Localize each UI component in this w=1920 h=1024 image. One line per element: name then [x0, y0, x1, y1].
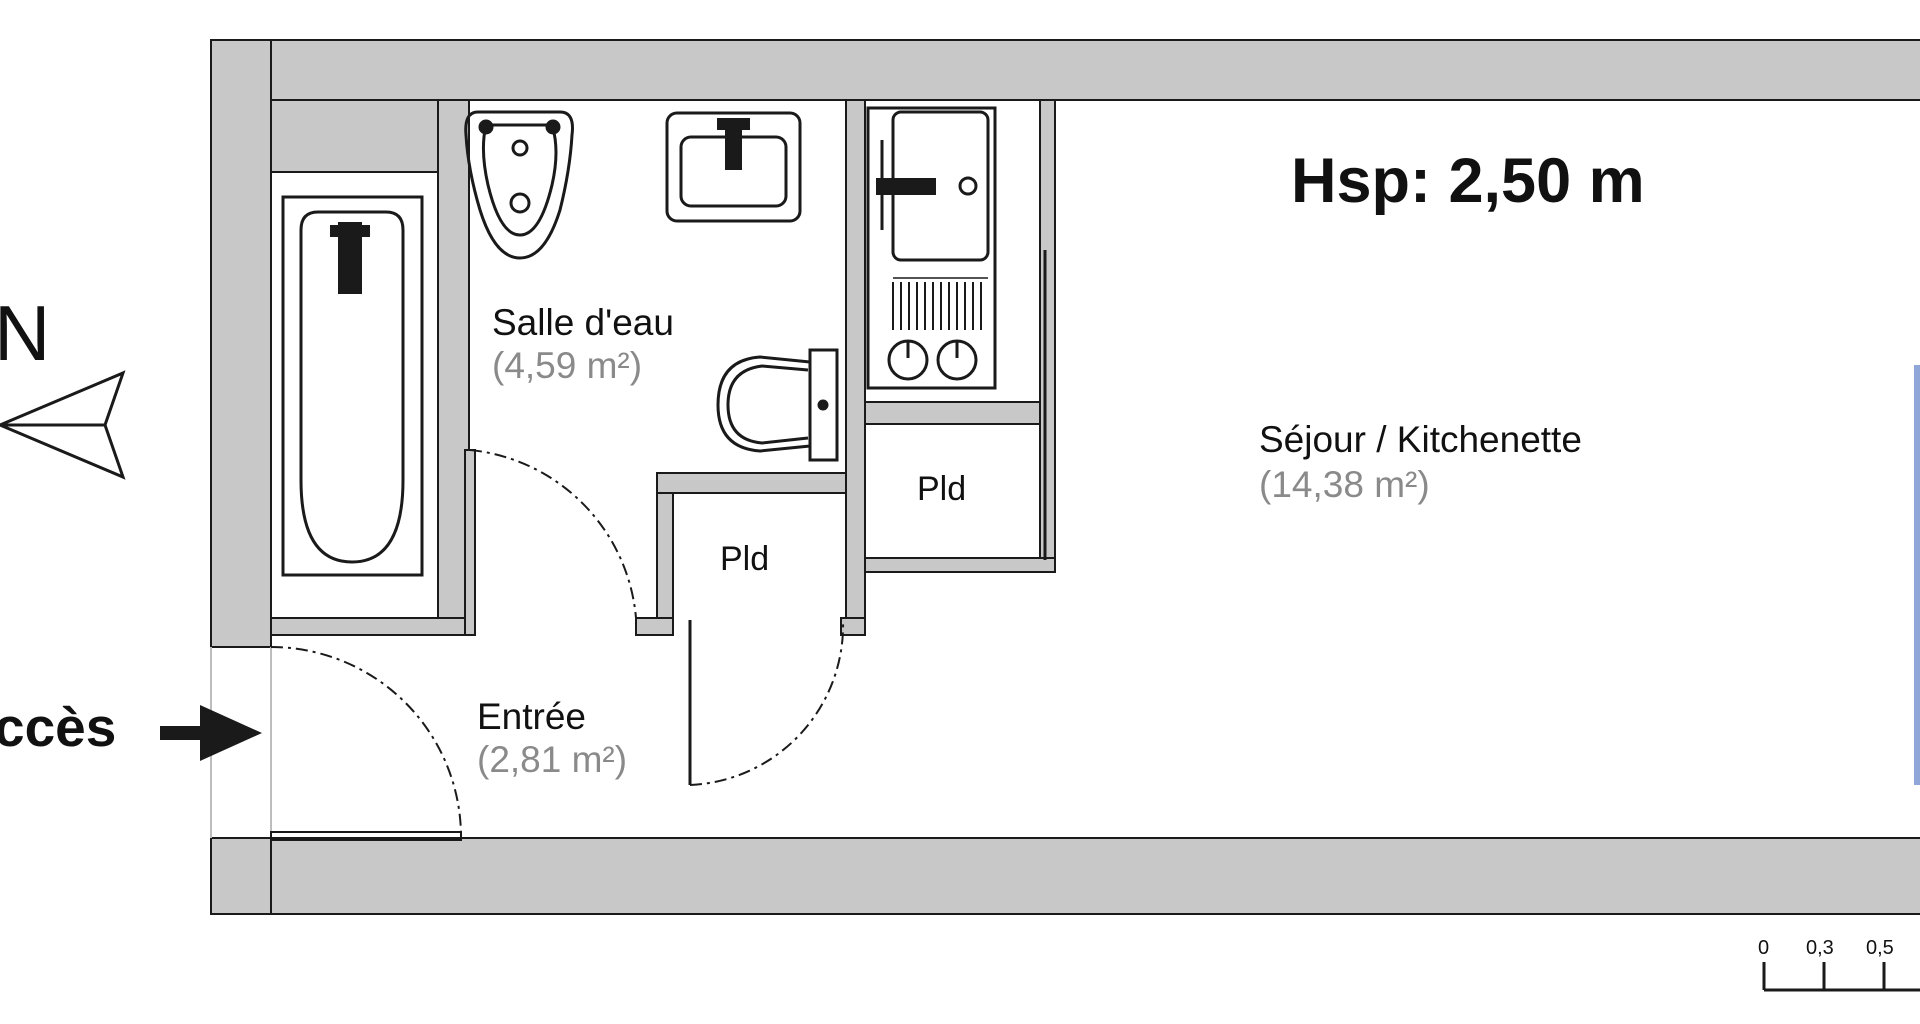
compass-north-label: N — [0, 289, 50, 377]
access-arrow-icon — [160, 705, 262, 761]
scale-tick-1: 0,3 — [1806, 937, 1834, 959]
room-bathroom-area: (4,59 m²) — [492, 345, 642, 386]
partition-closet-right-bottom — [840, 617, 866, 636]
door-swing-entrance — [270, 646, 463, 839]
room-living-name: Séjour / Kitchenette — [1259, 419, 1582, 460]
partition-closet-left — [656, 472, 674, 636]
partition-bath-top — [270, 99, 439, 173]
partition-bath-door-jamb — [464, 449, 476, 636]
room-entry-area: (2,81 m²) — [477, 739, 627, 780]
ceiling-height-label: Hsp: 2,50 m — [1291, 146, 1645, 216]
doors — [270, 250, 1047, 841]
partition-wc-right — [845, 99, 866, 636]
room-living-area: (14,38 m²) — [1259, 464, 1430, 505]
partition-kitchen-right — [1039, 99, 1056, 573]
door-leaf-entrance — [270, 831, 462, 841]
door-swing-closet — [689, 619, 845, 786]
window — [1914, 365, 1920, 785]
scale-bar — [1762, 962, 1920, 992]
sink-icon — [665, 111, 802, 223]
closet-b-label: Pld — [917, 470, 966, 508]
compass-arrow-icon — [0, 370, 126, 480]
partition-closet-b-bottom — [864, 557, 1056, 573]
bathtub-icon — [281, 195, 424, 577]
partition-kitchen-bottom — [864, 401, 1056, 425]
outer-wall-top — [210, 39, 1920, 101]
room-bathroom-name: Salle d'eau — [492, 302, 674, 343]
partition-bath-bottom — [270, 617, 472, 636]
partition-closet-top — [656, 472, 858, 494]
room-entry-name: Entrée — [477, 696, 586, 737]
scale-tick-0: 0 — [1758, 937, 1769, 959]
closet-a-label: Pld — [720, 540, 769, 578]
door-swing-bathroom — [469, 449, 637, 619]
kitchenette-icon — [866, 106, 997, 390]
access-label: ccès — [0, 696, 116, 758]
outer-wall-left-lower — [210, 837, 272, 915]
walls — [210, 39, 1920, 915]
scale-tick-2: 0,5 — [1866, 937, 1894, 959]
outer-wall-left-upper — [210, 39, 272, 648]
toilet-icon — [464, 110, 574, 260]
outer-wall-bottom — [210, 837, 1920, 915]
partition-bath-right — [437, 99, 470, 619]
partition-closet-bottom-left — [635, 617, 674, 636]
washbasin-icon — [716, 348, 839, 462]
